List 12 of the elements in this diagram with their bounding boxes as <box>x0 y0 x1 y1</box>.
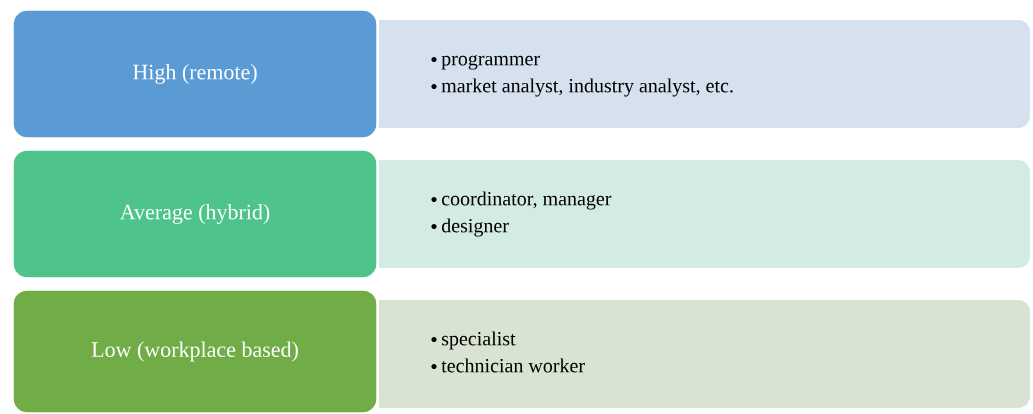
category-box: Average (hybrid) <box>12 149 378 279</box>
category-box: High (remote) <box>12 9 378 139</box>
list-item: market analyst, industry analyst, etc. <box>441 78 733 97</box>
list-box <box>379 20 1030 128</box>
list-item: designer <box>441 218 509 237</box>
list-item: coordinator, manager <box>442 191 612 210</box>
list-box <box>379 300 1030 408</box>
list-item: specialist <box>442 331 516 350</box>
category-box: Low (workplace based) <box>12 289 378 414</box>
list-box <box>379 160 1030 268</box>
list-item: programmer <box>441 55 540 70</box>
list-item: technician worker <box>441 358 585 373</box>
